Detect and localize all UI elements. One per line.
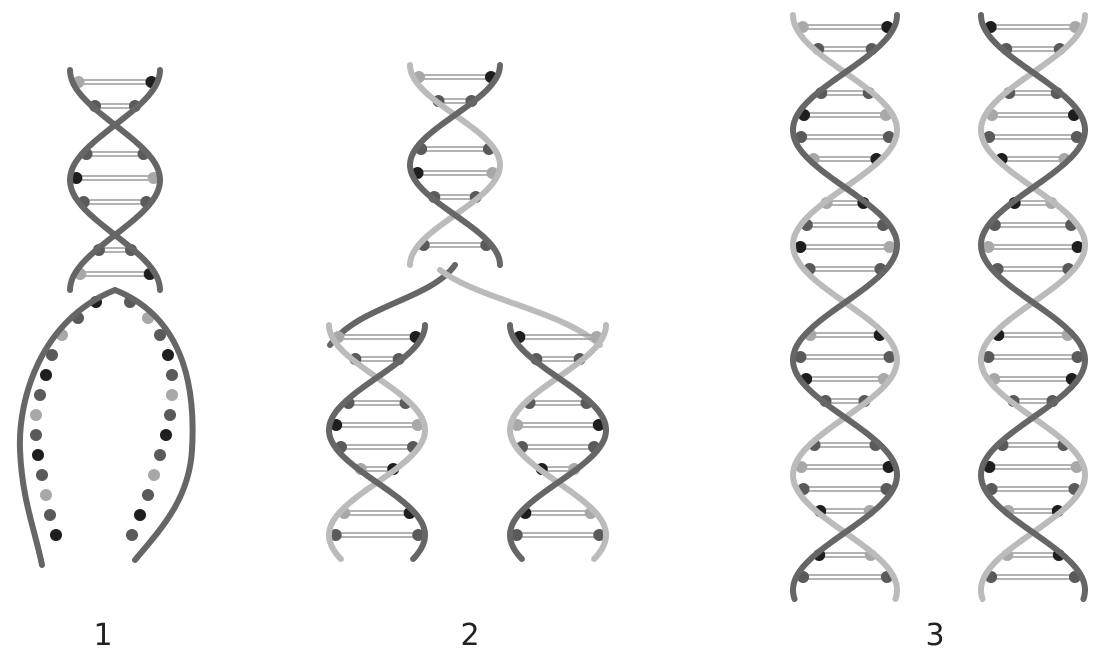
exposed-base bbox=[34, 389, 46, 401]
exposed-base bbox=[126, 529, 138, 541]
stage-label-3: 3 bbox=[905, 618, 965, 653]
exposed-base bbox=[40, 369, 52, 381]
backbone-strand bbox=[410, 65, 500, 265]
exposed-base bbox=[166, 389, 178, 401]
exposed-base bbox=[134, 509, 146, 521]
exposed-base bbox=[40, 489, 52, 501]
stage-1-unwinding bbox=[20, 70, 193, 565]
exposed-base bbox=[148, 469, 160, 481]
exposed-base bbox=[164, 409, 176, 421]
exposed-base bbox=[154, 449, 166, 461]
exposed-base bbox=[30, 429, 42, 441]
exposed-base bbox=[36, 469, 48, 481]
exposed-base bbox=[32, 449, 44, 461]
stage-label-1: 1 bbox=[73, 618, 133, 653]
exposed-base bbox=[50, 529, 62, 541]
backbone-strand bbox=[410, 65, 500, 265]
fork-arm bbox=[330, 265, 455, 345]
stage-label-2: 2 bbox=[440, 618, 500, 653]
stage-3-daughter-molecules bbox=[793, 15, 1085, 599]
exposed-base bbox=[166, 369, 178, 381]
exposed-base bbox=[162, 349, 174, 361]
separated-strand bbox=[20, 290, 115, 565]
exposed-base bbox=[142, 489, 154, 501]
separated-strand bbox=[115, 290, 193, 560]
stage-2-replication-fork bbox=[329, 65, 606, 559]
exposed-base bbox=[44, 509, 56, 521]
exposed-base bbox=[160, 429, 172, 441]
exposed-base bbox=[30, 409, 42, 421]
